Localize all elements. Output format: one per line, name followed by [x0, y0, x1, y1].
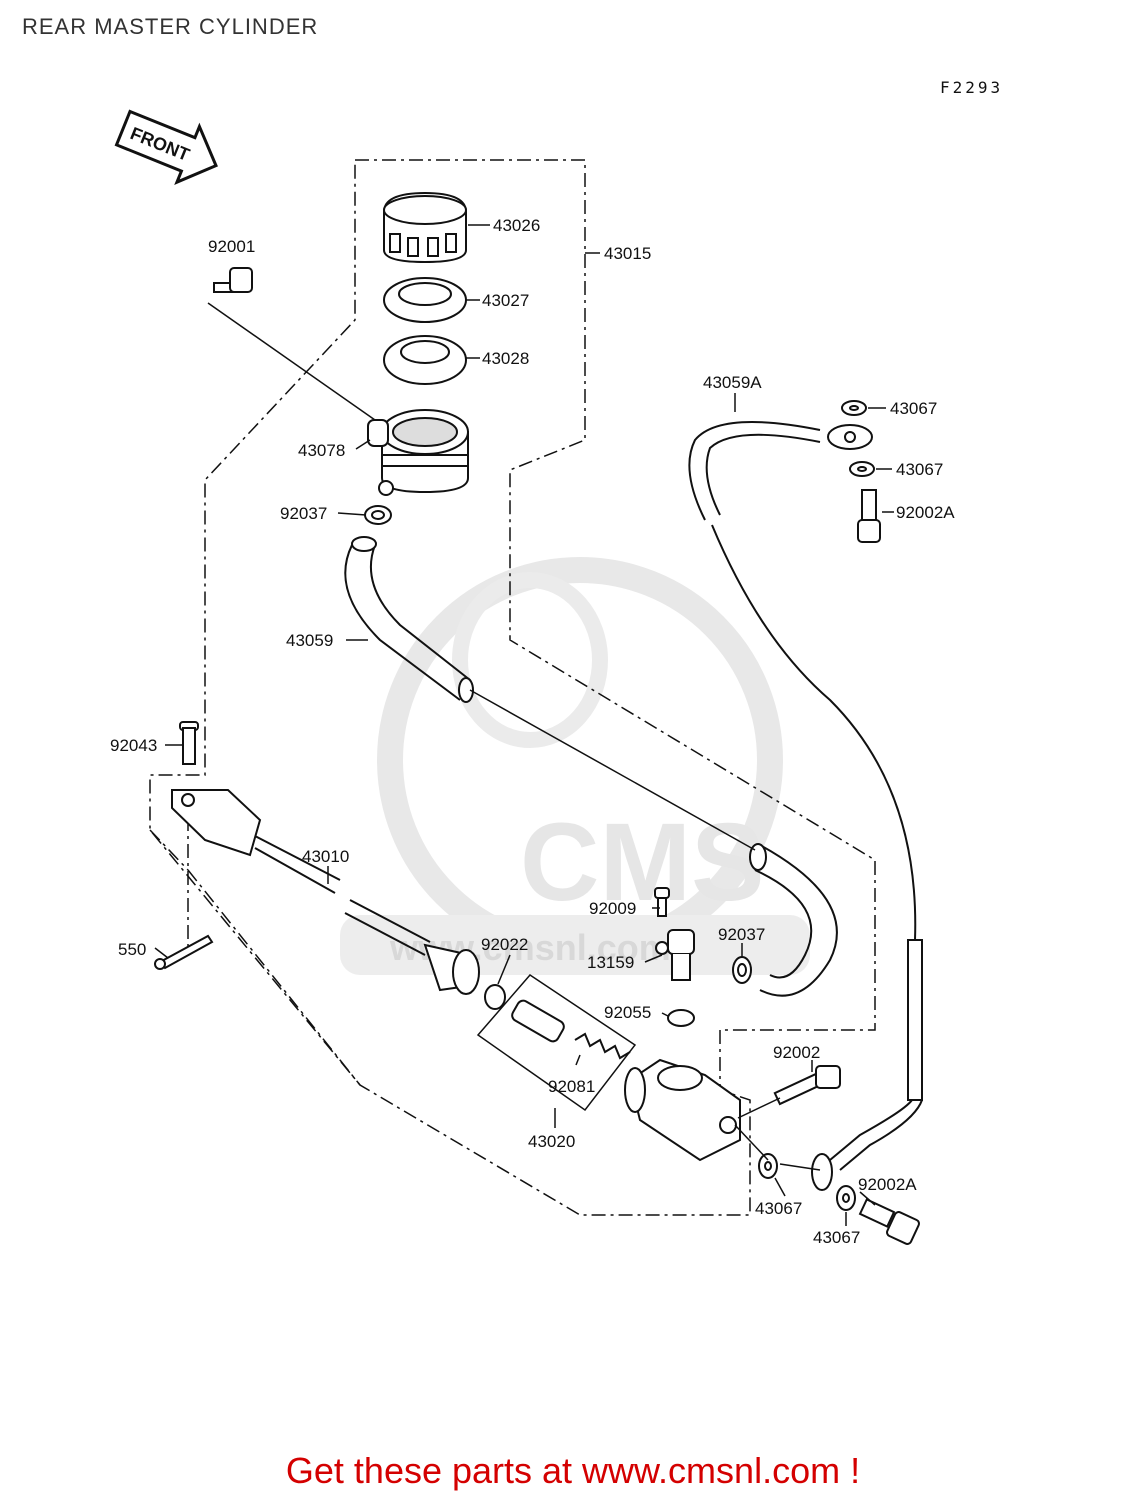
part-label: 43059A	[703, 373, 762, 392]
diaphragm-plate	[383, 277, 467, 323]
hose-clamp-upper	[364, 505, 392, 525]
cotter-pin	[154, 934, 214, 970]
part-label: 92001	[208, 237, 255, 256]
part-label: 92055	[604, 1003, 651, 1022]
part-label: 43015	[604, 244, 651, 263]
hose-joint	[655, 929, 695, 981]
part-label: 13159	[587, 953, 634, 972]
union-bolt-lower	[858, 1198, 920, 1245]
master-cylinder-body	[624, 1058, 741, 1162]
reservoir-cap	[383, 191, 467, 264]
diaphragm	[383, 335, 467, 385]
part-label: 92043	[110, 736, 157, 755]
pin-92043	[179, 721, 199, 765]
part-label: 92002A	[858, 1175, 917, 1194]
bolt-92001	[213, 267, 253, 293]
piston	[511, 999, 565, 1043]
leader-lines	[154, 224, 894, 1226]
watermark-brand: CMS	[520, 801, 764, 924]
hose-clamp-lower	[732, 956, 752, 984]
reservoir-hose	[344, 536, 838, 997]
part-labels: 43026 43015 43027 43028 92001 43078 9203…	[110, 216, 955, 1247]
clevis-pushrod	[171, 789, 431, 956]
part-label: 92002A	[896, 503, 955, 522]
part-label: 92002	[773, 1043, 820, 1062]
part-label: 43067	[890, 399, 937, 418]
part-label: 550	[118, 940, 146, 959]
spring	[574, 1032, 631, 1060]
part-label: 92009	[589, 899, 636, 918]
dust-boot	[423, 943, 480, 995]
part-label: 43027	[482, 291, 529, 310]
part-label: 43067	[813, 1228, 860, 1247]
o-ring	[667, 1009, 695, 1027]
part-label: 92081	[548, 1077, 595, 1096]
part-label: 43059	[286, 631, 333, 650]
figure-code: F2293	[940, 78, 1004, 97]
part-label: 43020	[528, 1132, 575, 1151]
union-bolt-upper	[857, 489, 881, 543]
part-label: 43067	[755, 1199, 802, 1218]
assembly-outline	[149, 159, 876, 1216]
part-label: 43078	[298, 441, 345, 460]
part-label: 92037	[718, 925, 765, 944]
front-arrow-icon: FRONT	[114, 109, 218, 185]
part-label: 43010	[302, 847, 349, 866]
page-title: REAR MASTER CYLINDER	[22, 14, 319, 39]
snap-ring	[484, 984, 506, 1010]
bolt-92002	[773, 1065, 841, 1106]
piston-kit-box	[476, 974, 637, 1112]
part-label: 92022	[481, 935, 528, 954]
part-label: 43026	[493, 216, 540, 235]
screw-92009	[654, 887, 670, 917]
part-label: 43067	[896, 460, 943, 479]
part-label: 43028	[482, 349, 529, 368]
watermark-logo: CMS www.cmsnl.com	[340, 557, 810, 975]
brake-hose	[688, 421, 923, 1191]
footer-link[interactable]: Get these parts at www.cmsnl.com !	[285, 1450, 861, 1491]
washers	[758, 400, 875, 1211]
reservoir	[367, 409, 469, 496]
part-label: 92037	[280, 504, 327, 523]
